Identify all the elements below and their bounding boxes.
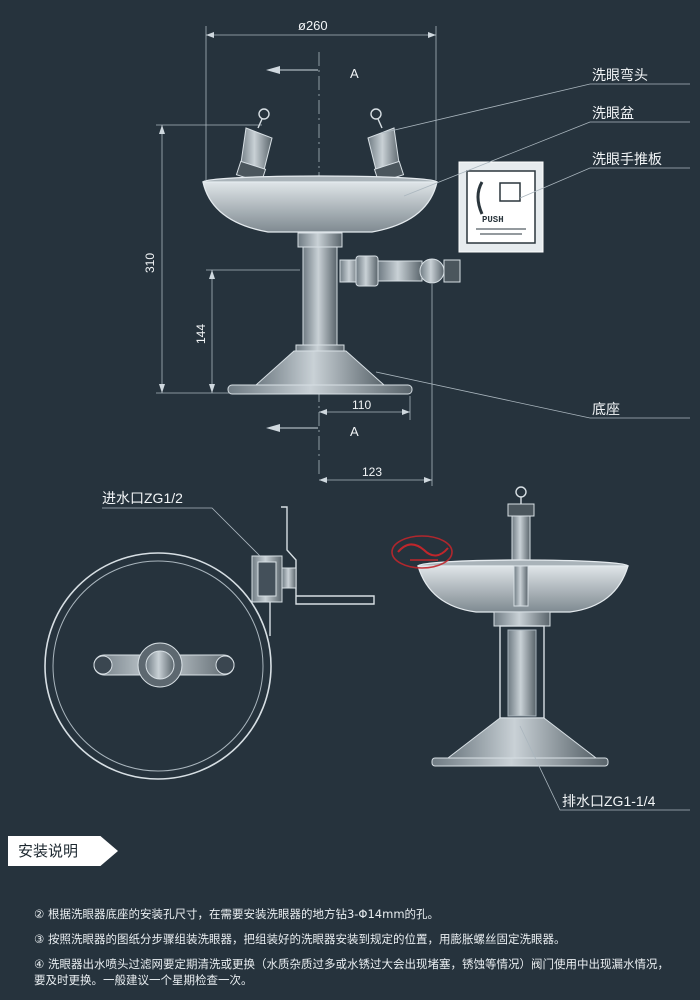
eyewash-nozzle-right xyxy=(367,108,405,184)
install-note: ② 根据洗眼器底座的安装孔尺寸，在需要安装洗眼器的地方钻3-Φ14mm的孔。 xyxy=(34,907,440,921)
brand-watermark-stamp xyxy=(391,535,453,569)
section-label-top: A xyxy=(350,66,359,81)
section-arrow-top: A xyxy=(266,66,359,81)
pedestal-base xyxy=(227,344,413,395)
side-section-view: 排水口ZG1-1/4 xyxy=(417,486,690,811)
section-arrow-bottom: A xyxy=(266,424,359,439)
height-dimension-144: 144 xyxy=(194,269,300,393)
callout-base-label: 底座 xyxy=(592,401,620,417)
height-lower-label: 144 xyxy=(194,324,208,344)
eyewash-nozzle-left xyxy=(235,108,273,184)
callout-inlet-label: 进水口ZG1/2 xyxy=(102,490,183,506)
callout-basin: 洗眼盆 xyxy=(403,105,690,197)
install-note: ③ 按照洗眼器的图纸分步骤组装洗眼器，把组装好的洗眼器安装到规定的位置，用膨胀螺… xyxy=(34,932,566,946)
callout-base: 底座 xyxy=(375,371,690,419)
height-total-label: 310 xyxy=(143,253,157,273)
width-half-label: 110 xyxy=(352,398,371,412)
width-dimension-110: 110 xyxy=(319,396,411,420)
callout-drain-label: 排水口ZG1-1/4 xyxy=(562,793,656,809)
top-view: 进水口ZG1/2 xyxy=(44,490,375,780)
callout-inlet: 进水口ZG1/2 xyxy=(102,490,261,557)
section-label-bottom: A xyxy=(350,424,359,439)
callout-nozzle: 洗眼弯头 xyxy=(381,67,690,134)
diameter-label: ø260 xyxy=(298,18,328,33)
inlet-bracket xyxy=(251,506,375,636)
callout-basin-label: 洗眼盆 xyxy=(592,105,634,121)
callout-drain: 排水口ZG1-1/4 xyxy=(519,725,690,811)
diameter-dimension: ø260 xyxy=(205,18,437,180)
callout-push-plate: 洗眼手推板 xyxy=(519,151,690,199)
pedestal-column xyxy=(297,232,343,348)
offset-label: 123 xyxy=(362,465,382,479)
push-label: PUSH xyxy=(482,215,504,225)
callout-nozzle-label: 洗眼弯头 xyxy=(592,67,648,83)
inlet-valve-assembly xyxy=(339,255,461,287)
callout-push-plate-label: 洗眼手推板 xyxy=(592,151,662,167)
offset-dimension-123: 123 xyxy=(319,284,433,486)
install-note: ④ 洗眼器出水喷头过滤网要定期清洗或更换（水质杂质过多或水锈过大会出现堵塞，锈蚀… xyxy=(34,957,669,987)
height-dimension-310: 310 xyxy=(143,124,262,394)
front-elevation: ø260 A A 310 144 xyxy=(143,18,690,486)
install-notes: ② 根据洗眼器底座的安装孔尺寸，在需要安装洗眼器的地方钻3-Φ14mm的孔。 ③… xyxy=(34,906,674,994)
push-plate: PUSH xyxy=(458,161,544,253)
eyewash-basin xyxy=(202,175,438,233)
section-title: 安装说明 xyxy=(8,836,118,866)
